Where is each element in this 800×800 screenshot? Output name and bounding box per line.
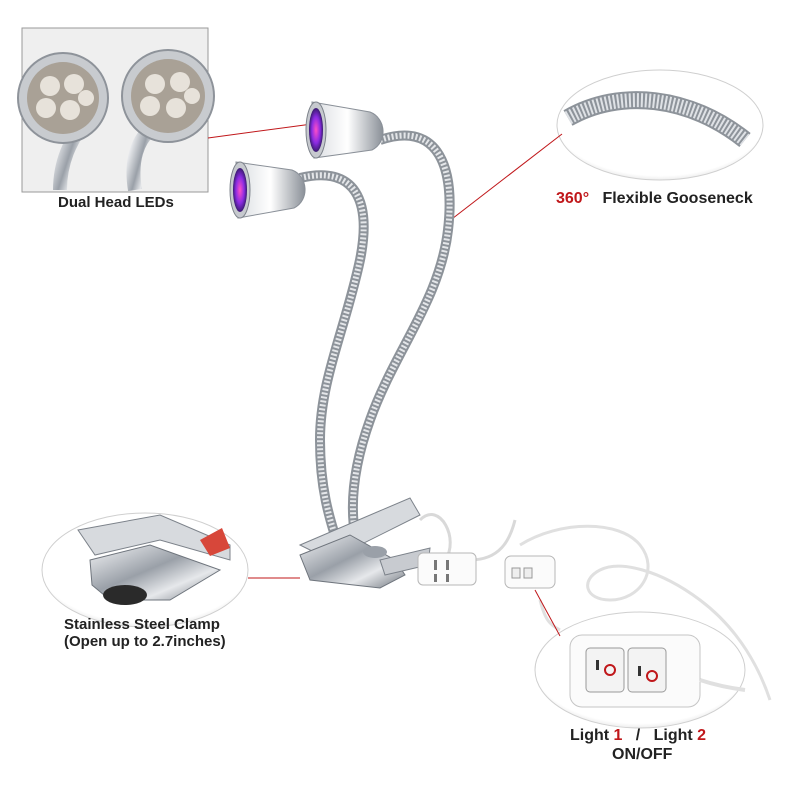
- callout-line: [207, 123, 313, 139]
- dual-head-label: Dual Head LEDs: [58, 194, 174, 211]
- led-head-icon: [229, 161, 306, 219]
- cable: [418, 513, 772, 701]
- gooseneck-inset: [556, 69, 764, 181]
- gooseneck-text: Flexible Gooseneck: [602, 190, 753, 207]
- light-separator: /: [635, 727, 641, 744]
- clamp-inset: [41, 512, 249, 628]
- clamp-icon: [298, 497, 431, 589]
- led-head-icon: [305, 101, 384, 159]
- degree-value: 360°: [556, 190, 590, 207]
- clamp-label-line1: Stainless Steel Clamp: [64, 616, 220, 633]
- callout-line: [447, 133, 563, 223]
- light-2-word: Light: [653, 727, 693, 744]
- clamp-label-line2: (Open up to 2.7inches): [64, 633, 226, 650]
- callout-line: [534, 589, 561, 637]
- dual-head-inset: [17, 27, 215, 193]
- light-2-number: 2: [697, 727, 707, 744]
- plug-icon: [417, 552, 477, 586]
- onoff-label: ON/OFF: [612, 746, 673, 763]
- switch-inset: [534, 611, 746, 729]
- light-1-number: 1: [613, 727, 623, 744]
- gooseneck-icon: [298, 130, 455, 547]
- gooseneck-label: 360° Flexible Gooseneck: [556, 190, 753, 208]
- switch-icon: [504, 555, 556, 589]
- light-1-word: Light: [570, 727, 610, 744]
- light-switch-label: Light 1 / Light 2: [570, 727, 706, 745]
